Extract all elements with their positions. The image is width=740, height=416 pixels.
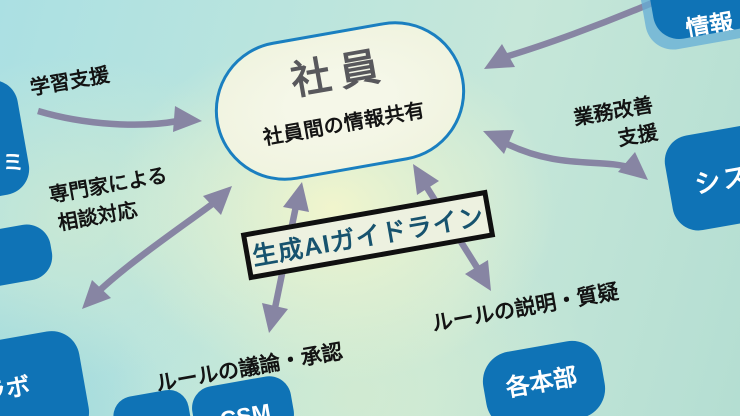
node-left-upper-label: ミ [0,148,27,177]
arrow-expert-consultation [82,186,232,309]
employee-title: 社員 [287,43,392,104]
node-csm-label: CSM [217,398,273,416]
arrow-learning-support [37,106,202,132]
node-system-label: シス [692,160,740,200]
node-labo-label: ラボ [0,372,33,408]
arrow-business-improvement [483,130,648,180]
node-division-hq-label: 各本部 [503,363,580,403]
arrow-info-top-right [484,0,654,69]
